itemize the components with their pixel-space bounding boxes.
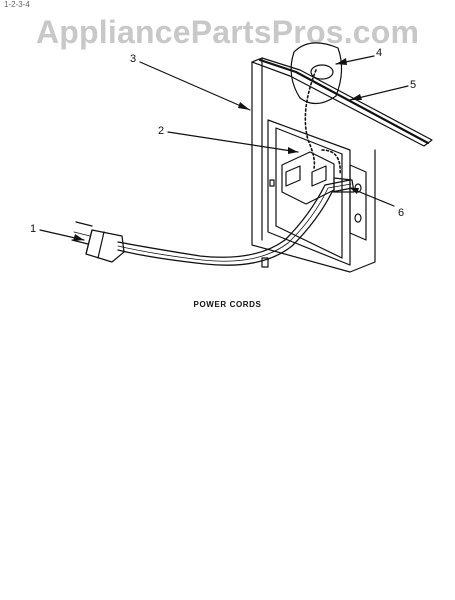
corner-code: 1-2-3-4 [4,0,30,9]
power-cord-outer [117,179,351,258]
grommet [290,42,343,105]
diagram-caption: POWER CORDS [193,300,262,309]
terminal-cavity [267,119,351,266]
watermark-text: AppliancePartsPros.com [36,14,420,50]
callout-3: 3 [130,53,137,65]
leader-3 [139,61,251,111]
power-cord-inner [117,187,353,266]
callout-6: 6 [398,207,405,219]
plug-prong-top [75,221,93,227]
callout-4: 4 [376,47,383,59]
callout-1: 1 [30,223,37,235]
callout-5: 5 [410,79,417,91]
plug-ground [73,231,91,237]
cabinet-top-thick [258,58,430,145]
terminal-cavity-inner [275,127,343,259]
internal-wire [304,69,317,169]
leader-2 [167,131,299,153]
callout-2: 2 [158,125,165,137]
cabinet-back-panel [251,61,376,273]
strain-relief-bracket [349,164,367,241]
